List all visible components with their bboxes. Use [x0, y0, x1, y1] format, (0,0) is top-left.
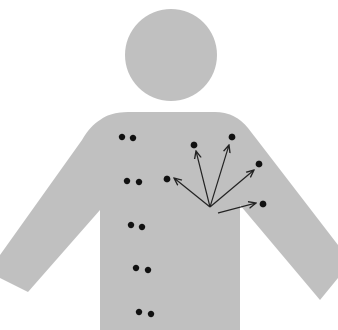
target-dot-top	[229, 134, 236, 141]
target-dot-right	[256, 161, 263, 168]
dot-pair-3-right	[139, 224, 145, 230]
dot-pair-4-left	[133, 265, 139, 271]
dot-pair-1-left	[119, 134, 125, 140]
dot-pair-4-right	[145, 267, 151, 273]
dot-pair-2-left	[124, 178, 130, 184]
dot-pair-5-left	[136, 309, 142, 315]
head-silhouette	[125, 9, 217, 101]
dot-pair-5-right	[148, 311, 154, 317]
target-dot-left	[164, 176, 171, 183]
target-dot-upper-left	[191, 142, 198, 149]
dot-pair-2-right	[136, 179, 142, 185]
torso-arms-silhouette	[0, 112, 338, 330]
dot-pair-3-left	[128, 222, 134, 228]
dot-pair-1-right	[130, 135, 136, 141]
target-dot-lower-right	[260, 201, 267, 208]
